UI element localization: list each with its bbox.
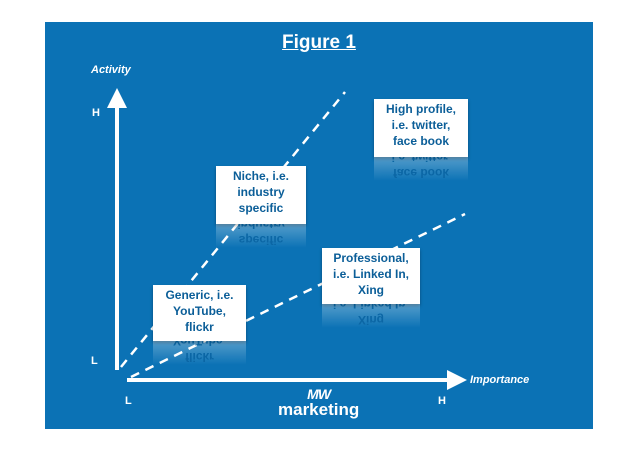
y-axis-high-tick: H <box>92 107 100 119</box>
professional-reflection: Xing i.e. Linked In, <box>322 304 420 328</box>
shallow-dashed-line <box>130 212 466 379</box>
high-profile-reflection: face book i.e. twitter, <box>374 157 468 181</box>
generic-reflection: flickr YouTube, <box>153 341 246 365</box>
logo-mark: MW <box>307 386 331 402</box>
diagram-panel: Figure 1 Activity H L Importance L H Hig… <box>45 22 593 429</box>
y-axis-label: Activity <box>91 64 131 76</box>
figure-title: Figure 1 <box>282 32 356 53</box>
x-axis-high-tick: H <box>438 395 446 407</box>
y-axis-arrowhead <box>107 88 127 108</box>
y-axis-low-tick: L <box>91 355 98 367</box>
mw-marketing-logo: MW marketing <box>278 386 360 419</box>
professional-box: Professional, i.e. Linked In, Xing <box>322 248 420 304</box>
axes-and-lines <box>107 88 467 390</box>
niche-box: Niche, i.e. industry specific <box>216 166 306 224</box>
x-axis-arrowhead <box>447 370 467 390</box>
niche-reflection: specific industry <box>216 224 306 248</box>
x-axis-label: Importance <box>470 374 530 386</box>
generic-box: Generic, i.e. YouTube, flickr <box>153 285 246 341</box>
high-profile-box: High profile, i.e. twitter, face book <box>374 99 468 157</box>
steep-dashed-line <box>120 91 346 368</box>
logo-word: marketing <box>278 400 360 419</box>
x-axis-low-tick: L <box>125 395 132 407</box>
